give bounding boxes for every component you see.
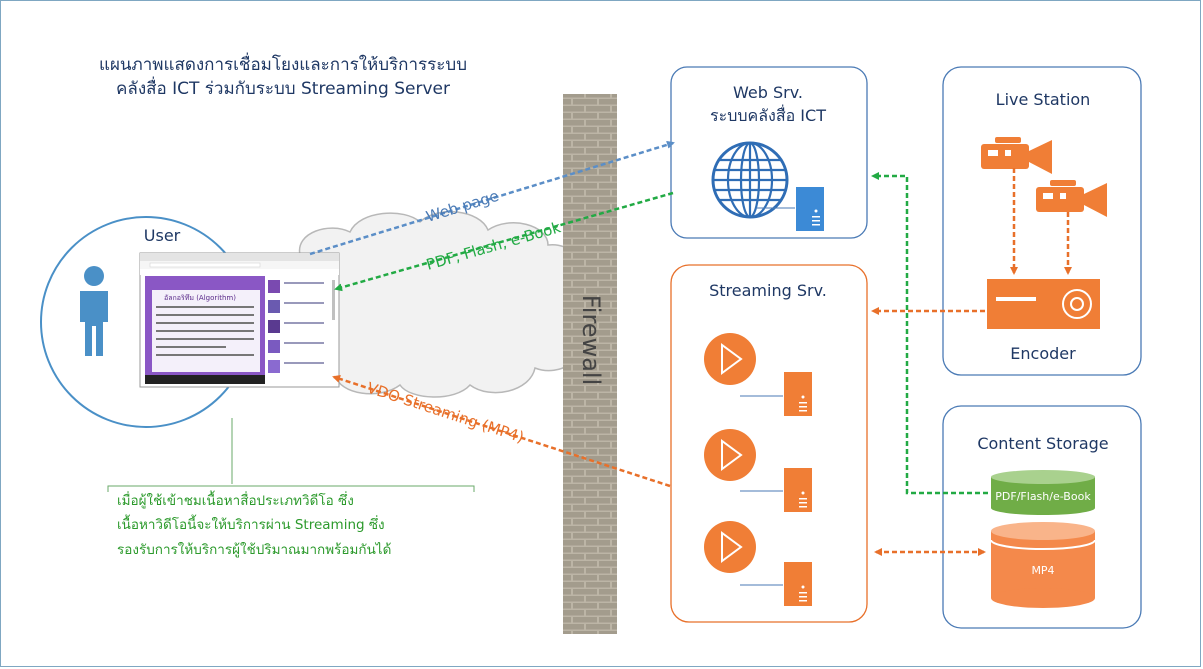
web-page-connector	[309, 140, 675, 256]
streaming-server-icon-1	[784, 372, 812, 416]
streaming-server-title: Streaming Srv.	[709, 281, 827, 300]
play-icon-3	[704, 521, 756, 573]
database-mp4-icon: MP4	[990, 522, 1096, 608]
diagram-title-line2: คลังสื่อ ICT ร่วมกับระบบ Streaming Serve…	[116, 76, 450, 99]
encoder-icon	[987, 279, 1100, 329]
video-camera-icon-1	[981, 137, 1052, 174]
annotation-line3: รองรับการให้บริการผู้ใช้ปริมาณมากพร้อมกั…	[117, 541, 391, 558]
pdf-flash-connector	[334, 191, 674, 292]
play-icon-1	[704, 333, 756, 385]
web-server-title: Web Srv.	[733, 83, 803, 102]
vdo-streaming-connector	[332, 375, 671, 488]
web-server-subtitle: ระบบคลังสื่อ ICT	[710, 104, 826, 125]
user-label: User	[144, 226, 181, 245]
annotation-line1: เมื่อผู้ใช้เข้าชมเนื้อหาสื่อประเภทวิดีโอ…	[117, 490, 354, 509]
browser-screenshot: อัลกอริทึม (Algorithm)	[139, 252, 340, 388]
content-storage-title: Content Storage	[977, 434, 1108, 453]
live-station-title: Live Station	[996, 90, 1091, 109]
annotation-line2: เนื้อหาวิดีโอนี้จะให้บริการผ่าน Streamin…	[117, 514, 385, 533]
video-camera-icon-2	[1036, 180, 1107, 217]
diagram-title-line1: แผนภาพแสดงการเชื่อมโยงและการให้บริการระบ…	[99, 52, 467, 75]
firewall: Firewall	[563, 94, 617, 634]
streaming-server-icon-2	[784, 468, 812, 512]
storage-pdf-label: PDF/Flash/e-Book	[995, 490, 1091, 503]
firewall-label: Firewall	[577, 295, 605, 386]
web-server-icon	[796, 187, 824, 231]
streaming-server-box	[670, 264, 868, 623]
database-pdf-icon: PDF/Flash/e-Book	[991, 470, 1095, 515]
globe-icon	[711, 141, 789, 219]
streaming-server-icon-3	[784, 562, 812, 606]
screenshot-heading: อัลกอริทึม (Algorithm)	[164, 293, 236, 302]
storage-web-connector	[871, 172, 988, 495]
annotation-callout: เมื่อผู้ใช้เข้าชมเนื้อหาสื่อประเภทวิดีโอ…	[107, 418, 475, 558]
encoder-label: Encoder	[1010, 344, 1076, 363]
user-person-icon	[80, 266, 108, 356]
storage-mp4-label: MP4	[1031, 564, 1054, 577]
play-icon-2	[704, 429, 756, 481]
